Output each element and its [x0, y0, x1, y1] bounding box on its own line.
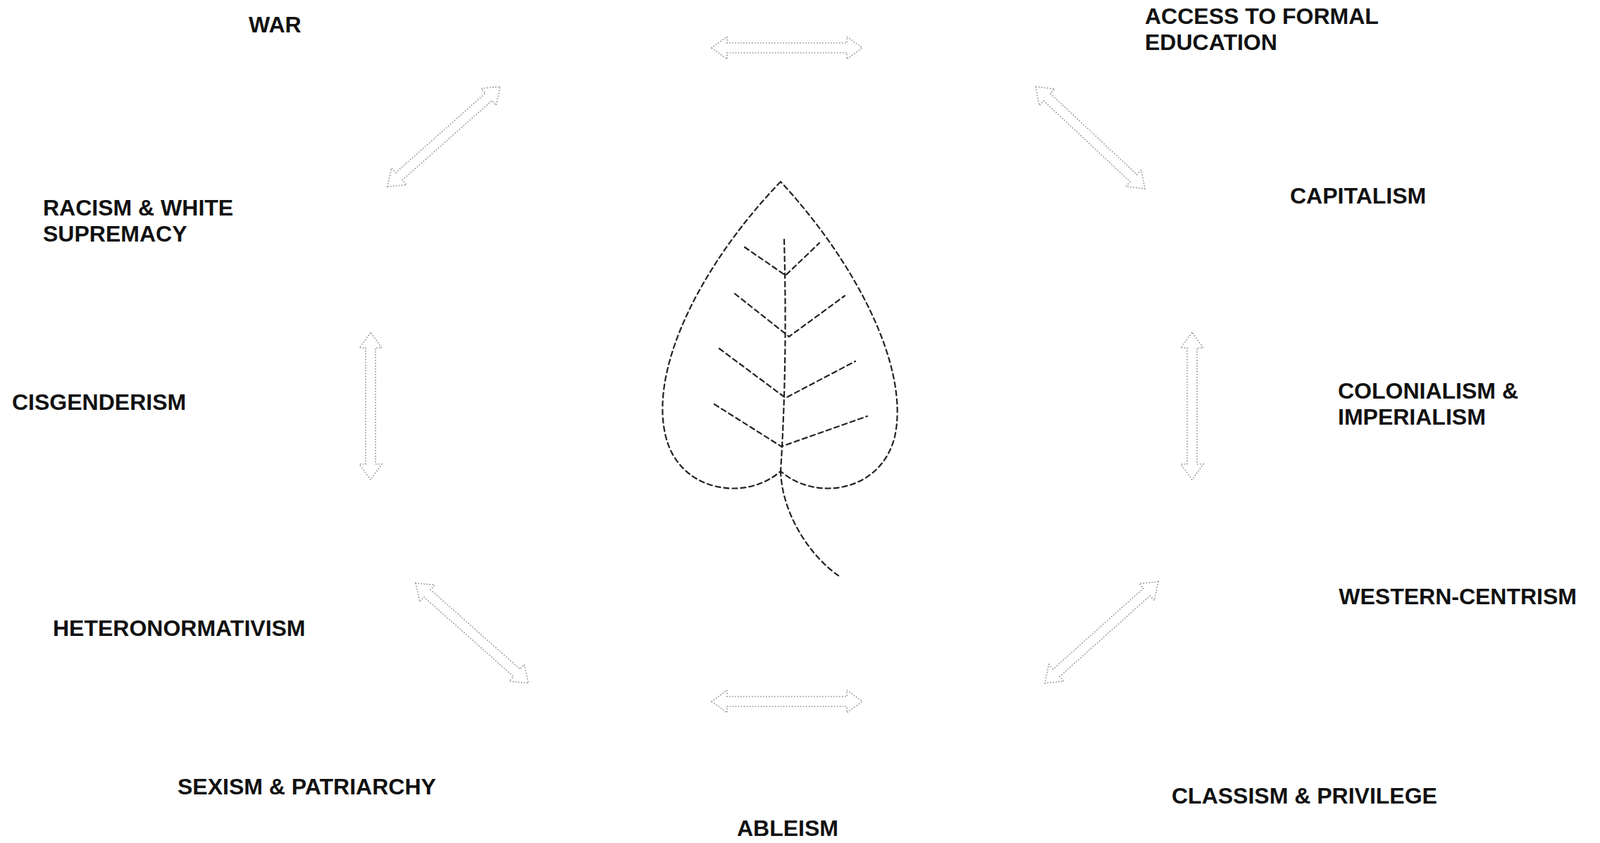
concept-label: ACCESS TO FORMAL EDUCATION — [1144, 3, 1420, 56]
leaf-vein — [734, 293, 845, 337]
double-arrow — [359, 332, 382, 480]
double-arrow — [1180, 332, 1204, 480]
concept-label: WESTERN-CENTRISM — [1338, 584, 1577, 611]
concept-label: CLASSISM & PRIVILEGE — [1171, 783, 1438, 810]
leaf-vein — [719, 348, 856, 399]
concept-label: WAR — [248, 11, 302, 39]
concept-label: ABLEISM — [736, 815, 839, 842]
double-arrow — [387, 86, 501, 187]
concept-label: RACISM & WHITE SUPREMACY — [42, 195, 304, 248]
double-arrow — [711, 690, 863, 713]
concept-label: SEXISM & PATRIARCHY — [177, 774, 437, 801]
leaf-vein — [714, 404, 868, 447]
double-arrow — [1035, 86, 1145, 189]
double-arrow — [1044, 581, 1159, 684]
leaf-vein — [744, 243, 820, 276]
concept-label: CAPITALISM — [1290, 183, 1426, 210]
double-arrow — [711, 36, 863, 60]
leaf-outline — [662, 181, 897, 489]
concept-label: HETERONORMATIVISM — [52, 615, 306, 642]
double-arrow — [415, 583, 529, 684]
arrow-ring — [359, 36, 1204, 713]
concept-label: CISGENDERISM — [11, 389, 186, 416]
concept-label: COLONIALISM & IMPERIALISM — [1337, 378, 1525, 431]
leaf-stem — [780, 471, 840, 577]
